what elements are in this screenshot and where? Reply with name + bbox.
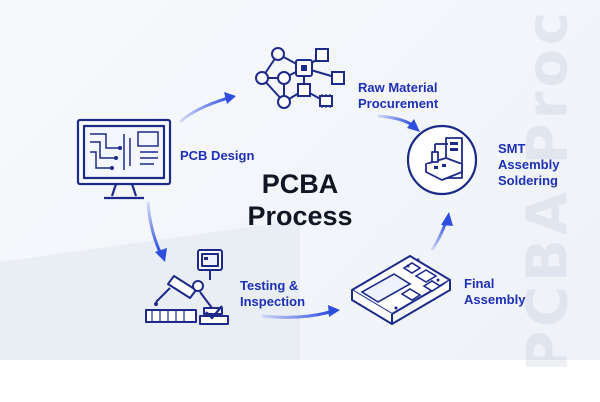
step-label-pcb-design: PCB Design <box>180 148 255 163</box>
arrow-testing-to-final <box>261 305 340 319</box>
background-bottom <box>0 360 600 402</box>
monitor-circuit-icon <box>76 118 172 200</box>
arrow-final-to-smt <box>430 212 453 251</box>
step-label-testing-line2: Inspection <box>240 294 306 309</box>
arrow-material-to-smt <box>377 114 420 132</box>
step-label-raw-material-line2: Procurement <box>358 96 439 111</box>
arrow-design-to-material <box>178 92 236 124</box>
smt-machine-icon <box>406 124 478 196</box>
network-components-icon <box>255 47 345 109</box>
arrow-design-to-testing <box>146 201 167 262</box>
assembled-board-icon <box>351 255 451 325</box>
diagram-title: PCBA Process <box>228 168 372 232</box>
step-label-final-line2: Assembly <box>464 292 526 307</box>
step-label-smt: SMT Assembly Soldering <box>498 141 559 189</box>
step-label-smt-line2: Assembly <box>498 157 560 172</box>
step-label-smt-line1: SMT <box>498 141 526 156</box>
inspection-robot-icon <box>145 249 229 325</box>
step-label-final-line1: Final <box>464 276 495 291</box>
title-line-2: Process <box>247 201 353 231</box>
step-label-final-assembly: Final Assembly <box>464 276 525 308</box>
title-line-1: PCBA <box>261 169 339 199</box>
step-label-testing: Testing & Inspection <box>240 278 305 310</box>
step-label-smt-line3: Soldering <box>498 173 558 188</box>
step-label-raw-material: Raw Material Procurement <box>358 80 438 112</box>
step-label-raw-material-line1: Raw Material <box>358 80 438 95</box>
step-label-testing-line1: Testing & <box>240 278 299 293</box>
